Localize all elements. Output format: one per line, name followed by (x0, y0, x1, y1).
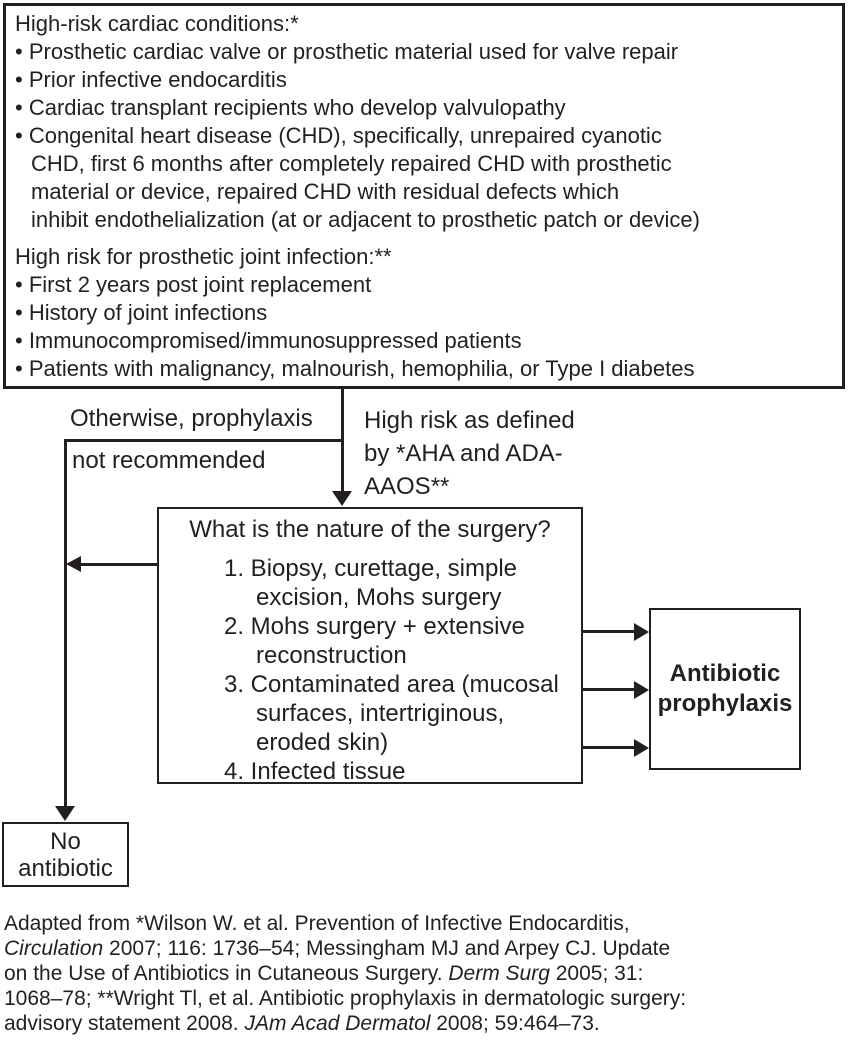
citation-line: 1068–78; **Wright Tl, et al. Antibiotic … (4, 986, 794, 1011)
arrowhead-left (66, 556, 81, 572)
citation-text: 2008; 59:464–73. (430, 1012, 600, 1035)
cardiac-bullet: • Cardiac transplant recipients who deve… (15, 95, 566, 120)
surgery-option-2: 2. Mohs surgery + extensive reconstructi… (224, 613, 525, 669)
cardiac-bullet: • Prior infective endocarditis (15, 67, 287, 92)
citation-block: Adapted from *Wilson W. et al. Preventio… (4, 911, 794, 1036)
antibiotic-prophylaxis-box: Antibiotic prophylaxis (649, 608, 801, 770)
label-otherwise-line2: not recommended (72, 447, 266, 474)
joint-bullet: • Immunocompromised/immunosuppressed pat… (15, 328, 522, 353)
connector-surgery-to-left (75, 563, 182, 566)
citation-line: Adapted from *Wilson W. et al. Preventio… (4, 911, 794, 936)
connector-branch-left (64, 439, 344, 442)
arrowhead-right-3 (634, 739, 649, 757)
citation-text: Adapted from *Wilson W. et al. Preventio… (4, 912, 630, 935)
high-risk-criteria-box: High-risk cardiac conditions:* • Prosthe… (3, 3, 845, 389)
citation-text: advisory statement 2008. (4, 1012, 245, 1035)
surgery-nature-box: What is the nature of the surgery? 1. Bi… (157, 507, 583, 786)
joint-bullet: • History of joint infections (15, 300, 268, 325)
surgery-option-1: 1. Biopsy, curettage, simple excision, M… (224, 555, 518, 611)
surgery-option-4: 4. Infected tissue (224, 758, 406, 785)
joint-bullet: • Patients with malignancy, malnourish, … (15, 356, 695, 381)
connector-right-2 (565, 688, 635, 691)
citation-line: Circulation 2007; 116: 1736–54; Messingh… (4, 936, 794, 961)
surgery-option-3: 3. Contaminated area (mucosal surfaces, … (224, 671, 559, 756)
citation-text: 1068–78; **Wright Tl, et al. Antibiotic … (4, 987, 687, 1010)
connector-right-3 (565, 746, 635, 749)
citation-journal: JAm Acad Dermatol (244, 1012, 431, 1035)
no-antibiotic-box: No antibiotic (2, 822, 129, 887)
arrowhead-right-2 (634, 681, 649, 699)
arrowhead-down-to-no-antibiotic (55, 806, 75, 821)
cardiac-bullet: • Prosthetic cardiac valve or prosthetic… (15, 39, 679, 64)
citation-line: on the Use of Antibiotics in Cutaneous S… (4, 961, 794, 986)
label-high-risk: High risk as defined by *AHA and ADA- AA… (364, 407, 575, 500)
surgery-question: What is the nature of the surgery? (189, 516, 551, 543)
connector-right-1 (565, 630, 635, 633)
label-otherwise-line1: Otherwise, prophylaxis (70, 405, 313, 432)
citation-line: advisory statement 2008. JAm Acad Dermat… (4, 1011, 794, 1036)
citation-journal: Circulation (4, 937, 104, 960)
joint-infection-heading: High risk for prosthetic joint infection… (15, 244, 392, 269)
arrowhead-down-to-surgery-box (332, 491, 352, 506)
citation-journal: Derm Surg (448, 962, 550, 985)
antibiotic-prophylaxis-label: Antibiotic prophylaxis (657, 660, 793, 717)
cardiac-bullet: • Congenital heart disease (CHD), specif… (15, 123, 700, 232)
cardiac-conditions-heading: High-risk cardiac conditions:* (15, 11, 299, 36)
citation-text: 2005; 31: (549, 962, 644, 985)
citation-text: 2007; 116: 1736–54; Messingham MJ and Ar… (103, 937, 671, 960)
citation-text: on the Use of Antibiotics in Cutaneous S… (4, 962, 449, 985)
arrowhead-right-1 (634, 623, 649, 641)
joint-bullet: • First 2 years post joint replacement (15, 272, 372, 297)
surgery-options-list: 1. Biopsy, curettage, simple excision, M… (224, 554, 576, 786)
no-antibiotic-label: No antibiotic (18, 827, 113, 882)
connector-down-left (64, 439, 67, 807)
